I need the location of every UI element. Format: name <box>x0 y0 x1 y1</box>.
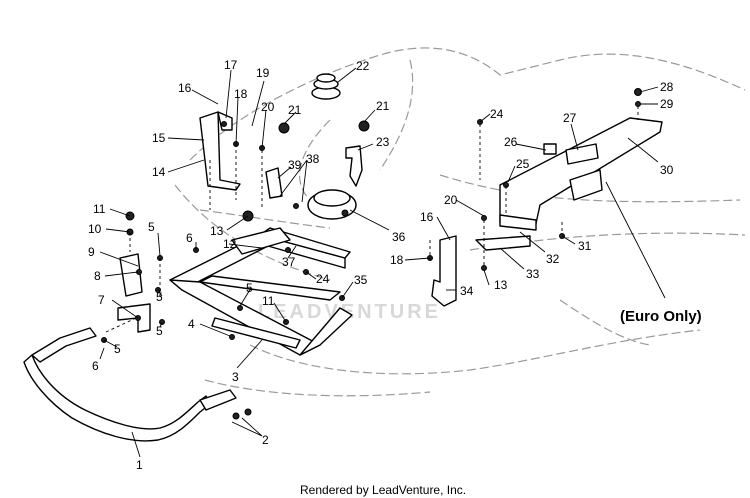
pulley-assembly <box>307 73 357 220</box>
callout-21b: 21 <box>376 99 390 113</box>
callout-16a: 16 <box>178 81 192 95</box>
callout-16b: 16 <box>420 210 434 224</box>
callout-38: 38 <box>306 152 320 166</box>
small-brackets <box>265 143 603 201</box>
callout-11b: 11 <box>262 294 275 308</box>
callout-5e: 5 <box>246 281 253 295</box>
callout-24a: 24 <box>490 107 504 121</box>
callout-33: 33 <box>526 267 540 281</box>
callout-6b: 6 <box>92 359 99 373</box>
callout-20a: 20 <box>261 100 275 114</box>
callout-8: 8 <box>94 269 101 283</box>
callout-29: 29 <box>660 97 674 111</box>
callout-3: 3 <box>232 370 239 384</box>
callout-36: 36 <box>392 230 406 244</box>
callout-4: 4 <box>188 317 195 331</box>
callout-5b: 5 <box>156 290 163 304</box>
bumper-brackets <box>117 253 237 411</box>
callout-34: 34 <box>460 284 474 298</box>
callout-13a: 13 <box>210 224 224 238</box>
callout-1: 1 <box>136 458 143 472</box>
callout-32: 32 <box>546 252 560 266</box>
callout-18b: 18 <box>390 253 404 267</box>
callout-22: 22 <box>356 59 370 73</box>
callout-6a: 6 <box>186 231 193 245</box>
callout-37: 37 <box>282 255 296 269</box>
callout-31: 31 <box>578 239 592 253</box>
callout-23: 23 <box>376 135 390 149</box>
euro-only-note: (Euro Only) <box>620 308 702 325</box>
callout-35: 35 <box>354 273 368 287</box>
callout-9: 9 <box>88 245 95 259</box>
callout-5a: 5 <box>148 220 155 234</box>
footer-credit: Rendered by LeadVenture, Inc. <box>300 483 466 497</box>
callout-39: 39 <box>288 158 302 172</box>
callout-5d: 5 <box>114 342 121 356</box>
right-bracket <box>431 235 457 307</box>
callout-12: 12 <box>223 237 237 251</box>
callout-19: 19 <box>256 66 270 80</box>
callout-26: 26 <box>504 135 518 149</box>
callout-18a: 18 <box>234 87 248 101</box>
callout-2: 2 <box>262 433 269 447</box>
callout-25: 25 <box>516 157 530 171</box>
callout-7: 7 <box>98 293 105 307</box>
callout-17: 17 <box>224 58 238 72</box>
callout-13b: 13 <box>494 278 508 292</box>
callout-10: 10 <box>88 222 102 236</box>
callout-27: 27 <box>563 111 577 125</box>
callout-15: 15 <box>152 131 166 145</box>
callout-30: 30 <box>660 163 674 177</box>
install-lines <box>105 106 639 333</box>
callout-5c: 5 <box>156 324 163 338</box>
callout-20b: 20 <box>444 193 458 207</box>
callout-21a: 21 <box>288 103 302 117</box>
main-frame <box>169 227 353 356</box>
callout-labels: 1 2 3 4 5 5 5 5 5 6 6 7 8 9 10 11 11 12 … <box>88 58 674 472</box>
fasteners <box>101 88 642 420</box>
callout-14: 14 <box>152 165 166 179</box>
callout-24b: 24 <box>316 272 330 286</box>
callout-11a: 11 <box>93 202 106 216</box>
callout-28: 28 <box>660 80 674 94</box>
leader-lines <box>99 67 666 458</box>
side-rail <box>475 117 663 251</box>
